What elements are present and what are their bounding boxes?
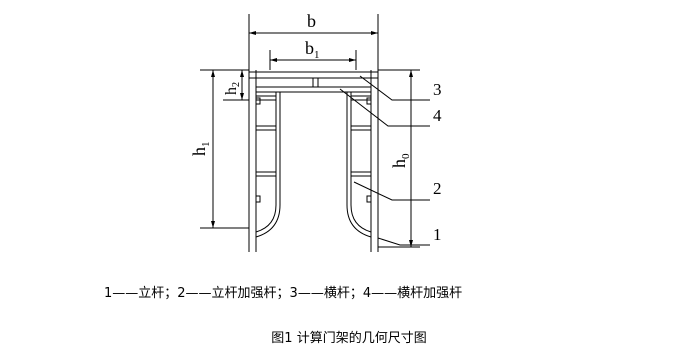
- leader-4: [339, 88, 430, 127]
- arrow-b-right: [371, 31, 378, 35]
- label-b1: b1: [305, 38, 320, 61]
- arrow-b-left: [249, 31, 256, 35]
- right-bracket-bottom: [366, 195, 372, 203]
- leader-1: [377, 237, 430, 246]
- left-brace-outer: [255, 92, 277, 233]
- label-h1: h1: [189, 142, 212, 157]
- arrow-h2-bottom: [240, 93, 244, 100]
- right-brace-inner: [350, 92, 372, 233]
- left-bracket-top: [255, 97, 261, 105]
- label-h2: h2: [223, 82, 242, 95]
- callout-2: 2: [433, 179, 442, 198]
- right-bracket-top: [366, 97, 372, 105]
- left-bracket-bottom: [255, 195, 261, 203]
- callout-3: 3: [433, 80, 442, 99]
- arrow-h1-top: [211, 70, 215, 77]
- arrow-h1-bottom: [211, 221, 215, 228]
- legend-text: 1——立杆；2——立杆加强杆；3——横杆；4——横杆加强杆: [104, 286, 463, 301]
- figure-caption: 图1 计算门架的几何尺寸图: [271, 331, 427, 346]
- callout-4: 4: [433, 106, 442, 125]
- arrow-b1-right: [349, 58, 356, 62]
- arrow-h0-top: [409, 70, 413, 77]
- arrow-h2-top: [240, 70, 244, 77]
- arrow-b1-left: [270, 58, 277, 62]
- label-b: b: [307, 11, 316, 31]
- label-h0: h0: [389, 153, 412, 168]
- left-brace-inner: [255, 92, 281, 238]
- callout-1: 1: [433, 225, 442, 244]
- arrow-h0-bottom: [409, 240, 413, 247]
- leader-2: [353, 181, 430, 201]
- right-brace-outer: [346, 92, 372, 238]
- leader-3: [359, 75, 430, 101]
